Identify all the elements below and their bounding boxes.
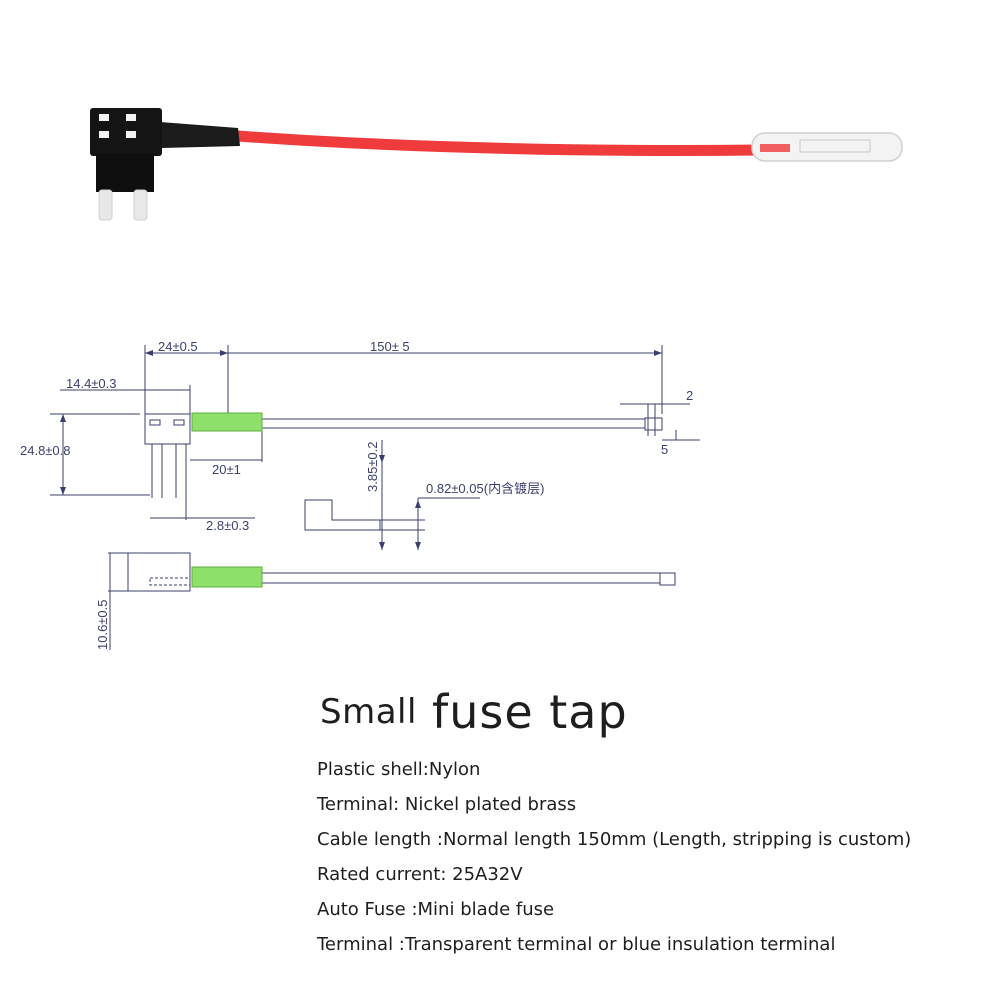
green-terminal-top [191,412,263,432]
green-terminal-bottom [191,566,263,588]
dim-label-20: 20±1 [212,462,241,477]
transparent-terminal [751,132,903,162]
dim-label-10-6: 10.6±0.5 [95,599,110,650]
spec-terminal-material: Terminal: Nickel plated brass [317,794,577,815]
title-small: Small [320,692,417,732]
dim-label-150: 150± 5 [370,339,410,354]
spec-terminal-type: Terminal :Transparent terminal or blue i… [317,934,836,955]
heat-shrink-sleeve [160,122,240,148]
spec-plastic-shell: Plastic shell:Nylon [317,759,481,780]
dim-label-5: 5 [661,442,668,457]
spec-rated-current: Rated current: 25A32V [317,864,523,885]
dim-label-0-82: 0.82±0.05(内含镀层) [426,481,544,496]
dim-label-14-4: 14.4±0.3 [66,376,117,391]
blade-right [133,189,148,221]
spec-auto-fuse: Auto Fuse :Mini blade fuse [317,899,555,920]
dim-label-3-85: 3.85±0.2 [365,441,380,492]
dim-label-24-8: 24.8±0.8 [20,443,71,458]
fuse-holder-body [90,108,162,192]
red-cable [232,130,766,156]
title-main: fuse tap [432,685,628,739]
dim-label-24: 24±0.5 [158,339,198,354]
dim-label-2-8: 2.8±0.3 [206,518,249,533]
spec-cable-length: Cable length :Normal length 150mm (Lengt… [317,829,912,850]
blade-left [98,189,113,221]
dim-label-2: 2 [686,388,693,403]
spec-list: Plastic shell:Nylon Terminal: Nickel pla… [317,756,911,966]
